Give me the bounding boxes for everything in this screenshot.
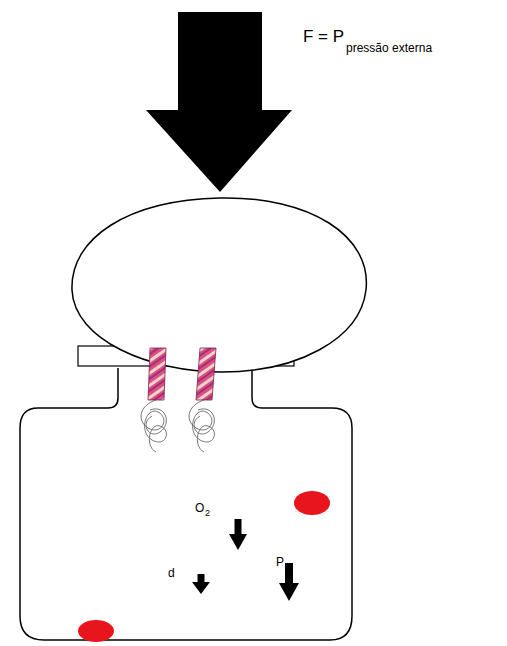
gas-label: O: [195, 502, 204, 514]
particle: [294, 491, 330, 515]
density-label: d: [168, 567, 175, 579]
gas-subscript: 2: [205, 509, 210, 518]
bottle-outline: [20, 368, 352, 640]
particle: [78, 620, 114, 642]
decrease-arrow: [192, 519, 299, 601]
pressure-label: P: [276, 556, 284, 568]
balloon: [72, 198, 366, 372]
force-subscript: pressão externa: [346, 42, 432, 54]
force-label: F = P: [303, 28, 344, 45]
strand: [196, 348, 216, 400]
coil: [141, 400, 214, 452]
strand: [148, 348, 166, 400]
force-arrow: [146, 12, 292, 192]
